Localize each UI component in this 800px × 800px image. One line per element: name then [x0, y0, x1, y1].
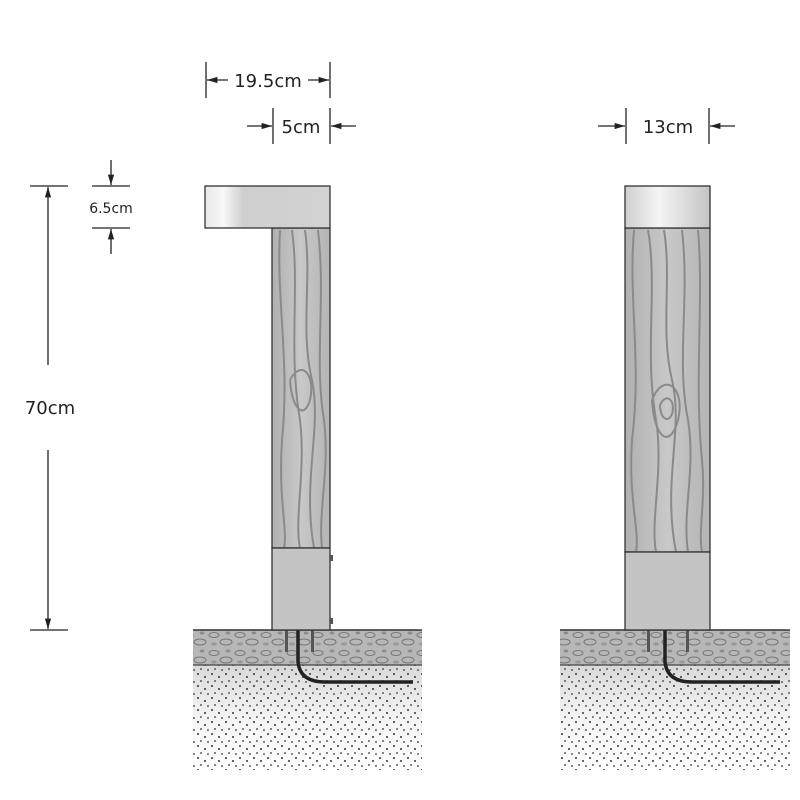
bollard-front-view: [624, 185, 711, 631]
ground-section-front: [560, 629, 790, 770]
dimension-total-width: 19.5cm: [234, 71, 302, 92]
wood-grain: [278, 229, 327, 549]
dimension-lines: [30, 62, 735, 631]
dimension-post-width-front: 13cm: [643, 117, 693, 138]
cable: [663, 630, 780, 684]
bollard-side-view: [204, 185, 333, 631]
wood-grain: [630, 229, 705, 553]
ground-section-side: [193, 629, 422, 770]
dimension-head-height: 6.5cm: [89, 201, 133, 217]
cable: [296, 630, 413, 684]
dimension-total-height: 70cm: [25, 398, 75, 419]
dimension-post-width-side: 5cm: [282, 117, 321, 138]
